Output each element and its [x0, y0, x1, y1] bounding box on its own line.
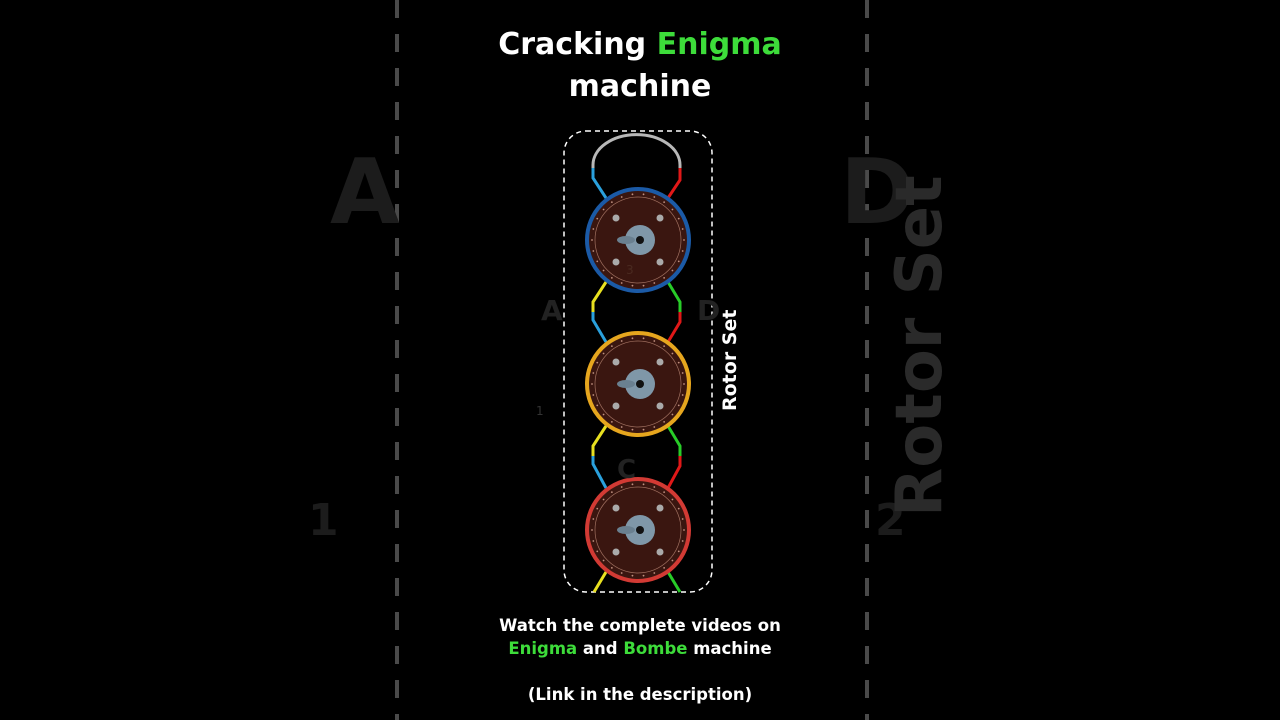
rotor-set-boundary	[563, 130, 713, 593]
rotor-screw	[656, 214, 664, 222]
faint-letter-a: A	[541, 294, 563, 327]
caption-link-note: (Link in the description)	[527, 685, 753, 704]
rotor-screw	[612, 214, 620, 222]
background-left-divider	[395, 0, 399, 720]
faint-number-1: 1	[536, 404, 544, 418]
title-highlight: Enigma	[656, 27, 782, 62]
rotor-screw	[612, 358, 620, 366]
faint-letter-c: C	[617, 455, 636, 485]
rotor-screw	[656, 504, 664, 512]
background-letter-d: D	[840, 140, 915, 245]
caption-line1: Watch the complete videos on	[499, 616, 781, 635]
rotor-screw	[656, 548, 664, 556]
rotor-screw	[656, 402, 664, 410]
rotor-screw	[656, 358, 664, 366]
background-letter-a: A	[330, 140, 400, 245]
title-text: Cracking	[498, 27, 657, 62]
rotor-1	[585, 187, 691, 293]
wires	[591, 168, 682, 593]
rotor-screw	[612, 258, 620, 266]
background-number-1: 1	[308, 495, 339, 546]
caption-machine: machine	[687, 639, 772, 658]
rotor-set-label: Rotor Set	[719, 309, 741, 411]
caption-line2: Enigma and Bombe machine	[0, 637, 1280, 660]
rotor-2	[585, 331, 691, 437]
bombe-link-text: Bombe	[623, 639, 688, 658]
background-number-2: 2	[875, 495, 906, 546]
rotor-3	[585, 477, 691, 583]
video-title-line2: machine	[568, 69, 712, 104]
enigma-link-text: Enigma	[508, 639, 578, 658]
rotor-screw	[612, 504, 620, 512]
reflector-arc	[591, 133, 682, 170]
faint-number-3: 3	[626, 263, 634, 277]
faint-letter-d: D	[697, 294, 720, 327]
background-right-divider	[865, 0, 869, 720]
rotor-screw	[612, 402, 620, 410]
rotor-screw	[656, 258, 664, 266]
rotor-screw	[612, 548, 620, 556]
video-title: Cracking Enigma	[0, 24, 1280, 66]
caption-and: and	[577, 639, 624, 658]
